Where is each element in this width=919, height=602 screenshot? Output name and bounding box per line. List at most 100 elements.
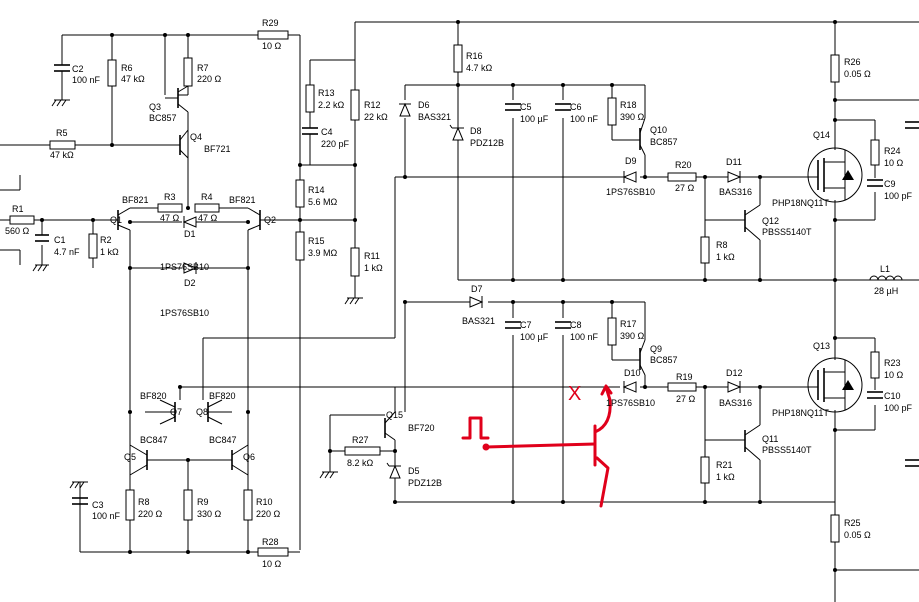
transistor-q12 bbox=[744, 204, 761, 241]
labels: R29 10 Ω R28 10 Ω C2 100 nF R6 47 kΩ R7 … bbox=[5, 18, 913, 569]
label-q6-ref: Q6 bbox=[243, 452, 255, 462]
ground-icon bbox=[0, 175, 21, 265]
label-c7-val: 100 µF bbox=[520, 332, 549, 342]
diode-d9 bbox=[622, 171, 637, 183]
label-l1-val: 28 µH bbox=[874, 286, 898, 296]
label-r29-val: 10 Ω bbox=[262, 41, 282, 51]
resistor-r18-body bbox=[607, 97, 617, 126]
label-q11-ref: Q11 bbox=[762, 434, 778, 444]
label-q5-val: BC847 bbox=[140, 435, 168, 445]
label-r12-ref: R12 bbox=[364, 100, 381, 110]
label-d11-ref: D11 bbox=[726, 157, 742, 167]
label-r12-val: 22 kΩ bbox=[364, 112, 388, 122]
label-r1-val: 560 Ω bbox=[5, 226, 30, 236]
label-r11-ref: R11 bbox=[364, 251, 380, 261]
label-r6-ref: R6 bbox=[121, 63, 133, 73]
capacitors bbox=[35, 64, 919, 505]
transistor-q6 bbox=[231, 444, 249, 476]
transistor-q1 bbox=[117, 207, 131, 231]
label-d12-ref: D12 bbox=[726, 368, 743, 378]
label-r24-ref: R24 bbox=[884, 146, 901, 156]
label-r8b-val: 1 kΩ bbox=[716, 252, 735, 262]
label-c1-val: 4.7 nF bbox=[54, 247, 80, 257]
label-d8-val: PDZ12B bbox=[470, 138, 504, 148]
ground-icon bbox=[51, 99, 70, 107]
capacitor-c4 bbox=[302, 127, 318, 150]
label-d1-ref: D1 bbox=[184, 229, 196, 239]
label-c2-val: 100 nF bbox=[72, 75, 101, 85]
label-r1-ref: R1 bbox=[12, 204, 24, 214]
cross-mark: X bbox=[568, 383, 581, 405]
label-q14-val: PHP18NQ11T bbox=[772, 198, 829, 208]
label-r26-val: 0.05 Ω bbox=[844, 69, 871, 79]
label-q3-val: BC857 bbox=[149, 113, 177, 123]
label-r14-ref: R14 bbox=[308, 185, 325, 195]
capacitor-c9 bbox=[867, 179, 883, 187]
resistor-r11-body bbox=[350, 247, 360, 277]
label-r17-ref: R17 bbox=[620, 319, 637, 329]
label-r2-ref: R2 bbox=[100, 235, 112, 245]
label-c9-val: 100 pF bbox=[884, 191, 913, 201]
diode-d11 bbox=[727, 171, 742, 183]
label-r3-ref: R3 bbox=[164, 192, 176, 202]
resistor-r27-body bbox=[344, 446, 381, 456]
label-c4-ref: C4 bbox=[321, 127, 333, 137]
label-d9-val: 1PS76SB10 bbox=[606, 187, 655, 197]
label-d8-ref: D8 bbox=[470, 126, 482, 136]
label-q9-val: BC857 bbox=[650, 355, 678, 365]
resistor-r13-body bbox=[305, 84, 315, 113]
label-r19-ref: R19 bbox=[676, 372, 693, 382]
label-r4-val: 47 Ω bbox=[198, 213, 218, 223]
label-r9-ref: R9 bbox=[197, 497, 209, 507]
diode-d2 bbox=[183, 262, 198, 274]
label-r7-val: 220 Ω bbox=[197, 74, 222, 84]
label-c9-ref: C9 bbox=[884, 179, 896, 189]
label-r10-ref: R10 bbox=[256, 497, 273, 507]
label-r25-ref: R25 bbox=[844, 518, 861, 528]
label-d6-ref: D6 bbox=[418, 100, 430, 110]
label-d2-val: 1PS76SB10 bbox=[160, 308, 209, 318]
label-r20-ref: R20 bbox=[675, 160, 692, 170]
ground-icon bbox=[344, 297, 363, 305]
label-r14-val: 5.6 MΩ bbox=[308, 197, 338, 207]
transistor-q8 bbox=[207, 399, 223, 425]
label-d2-ref: D2 bbox=[184, 278, 196, 288]
label-r15-val: 3.9 MΩ bbox=[308, 248, 338, 258]
mosfet-q13 bbox=[807, 357, 863, 413]
label-d6-val: BAS321 bbox=[418, 112, 451, 122]
label-c6-ref: C6 bbox=[570, 102, 582, 112]
label-r21-ref: R21 bbox=[716, 460, 733, 470]
resistor-r14-body bbox=[295, 179, 305, 208]
capacitor-c7 bbox=[505, 321, 521, 329]
resistor-r8b-body bbox=[700, 236, 710, 264]
resistor-r7-body bbox=[183, 57, 193, 87]
junctions bbox=[40, 20, 837, 572]
label-r27-val: 8.2 kΩ bbox=[347, 458, 374, 468]
capacitor-c5 bbox=[505, 103, 521, 111]
label-r7-ref: R7 bbox=[197, 63, 209, 73]
label-d9-ref: D9 bbox=[625, 156, 637, 166]
transistor-q3 bbox=[165, 85, 189, 113]
label-d7-val: BAS321 bbox=[462, 316, 495, 326]
label-q11-val: PBSS5140T bbox=[762, 445, 812, 455]
resistor-r4-body bbox=[194, 203, 220, 213]
transistor-q11 bbox=[744, 424, 761, 461]
label-r8b-ref: R8 bbox=[716, 240, 728, 250]
resistor-r25-body bbox=[830, 514, 840, 543]
label-r25-val: 0.05 Ω bbox=[844, 530, 871, 540]
resistor-r24-body bbox=[870, 139, 880, 166]
transistor-q4 bbox=[179, 112, 189, 159]
label-q12-ref: Q12 bbox=[762, 216, 779, 226]
label-q10-ref: Q10 bbox=[650, 125, 667, 135]
label-r2-val: 1 kΩ bbox=[100, 247, 119, 257]
arrow-head-icon bbox=[600, 384, 613, 396]
resistor-r15-body bbox=[295, 231, 305, 261]
capacitor-c3 bbox=[72, 482, 88, 505]
transistor-q10 bbox=[639, 117, 646, 156]
label-r8a-val: 220 Ω bbox=[138, 509, 163, 519]
capacitor-c6 bbox=[555, 103, 571, 111]
capacitor-c1 bbox=[35, 234, 49, 242]
mosfet-q14 bbox=[807, 147, 863, 203]
label-r23-val: 10 Ω bbox=[884, 370, 904, 380]
